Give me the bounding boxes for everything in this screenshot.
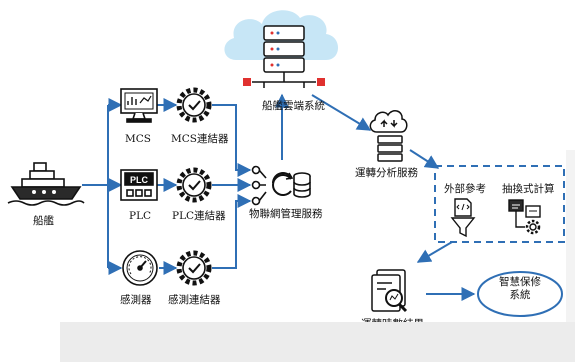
plc-connector-label: PLC連結器: [172, 210, 226, 222]
plc-connector-gear-icon: [176, 167, 212, 203]
footer-band: [60, 322, 575, 362]
maintenance-system-label: 智慧保修 系統: [477, 276, 563, 302]
maintenance-label-line2: 系統: [509, 289, 531, 301]
cloud-label: 船艦雲端系統: [262, 100, 325, 112]
iot-hub-icon: [251, 165, 311, 206]
plc-screen-label: PLC: [130, 175, 149, 185]
plc-label: PLC: [129, 210, 152, 222]
sensor-gauge-icon: [122, 250, 158, 286]
arrow-sensor-iot: [212, 194, 252, 269]
pluggable-calculation-icon: [508, 199, 541, 235]
mcs-connector-gear-icon: [176, 87, 212, 123]
sensor-connector-label: 感測連結器: [168, 294, 221, 306]
plc-device-icon: [120, 169, 158, 201]
modules-dashed-box: [434, 165, 565, 243]
arrow-analysis-modules: [409, 149, 440, 169]
external-reference-label: 外部參考: [444, 183, 486, 195]
pluggable-calculation-label: 抽換式計算: [502, 183, 555, 195]
arrow-mcs-iot: [212, 104, 252, 177]
mcs-computer-icon: [120, 88, 158, 123]
sensor-connector-gear-icon: [176, 250, 212, 286]
analysis-service-label: 運轉分析服務: [355, 167, 418, 179]
arrow-cloud-analysis: [311, 94, 372, 131]
maintenance-label-line1: 智慧保修: [499, 276, 541, 288]
connection-arrows: [82, 93, 476, 301]
mcs-connector-label: MCS連結器: [171, 133, 229, 145]
sensor-label: 感測器: [120, 294, 152, 306]
cloud-server-icon: [224, 10, 338, 88]
arrow-modules-result: [416, 241, 453, 263]
right-edge-band: [566, 150, 575, 322]
ship-icon: [7, 162, 85, 206]
iot-service-label: 物聯網管理服務: [249, 208, 323, 220]
maintenance-system-node: [477, 271, 563, 317]
result-report-icon: [371, 269, 408, 313]
ship-label: 船艦: [33, 215, 54, 227]
mcs-label: MCS: [125, 133, 151, 145]
external-reference-icon: [450, 198, 476, 238]
analysis-server-icon: [369, 110, 408, 162]
